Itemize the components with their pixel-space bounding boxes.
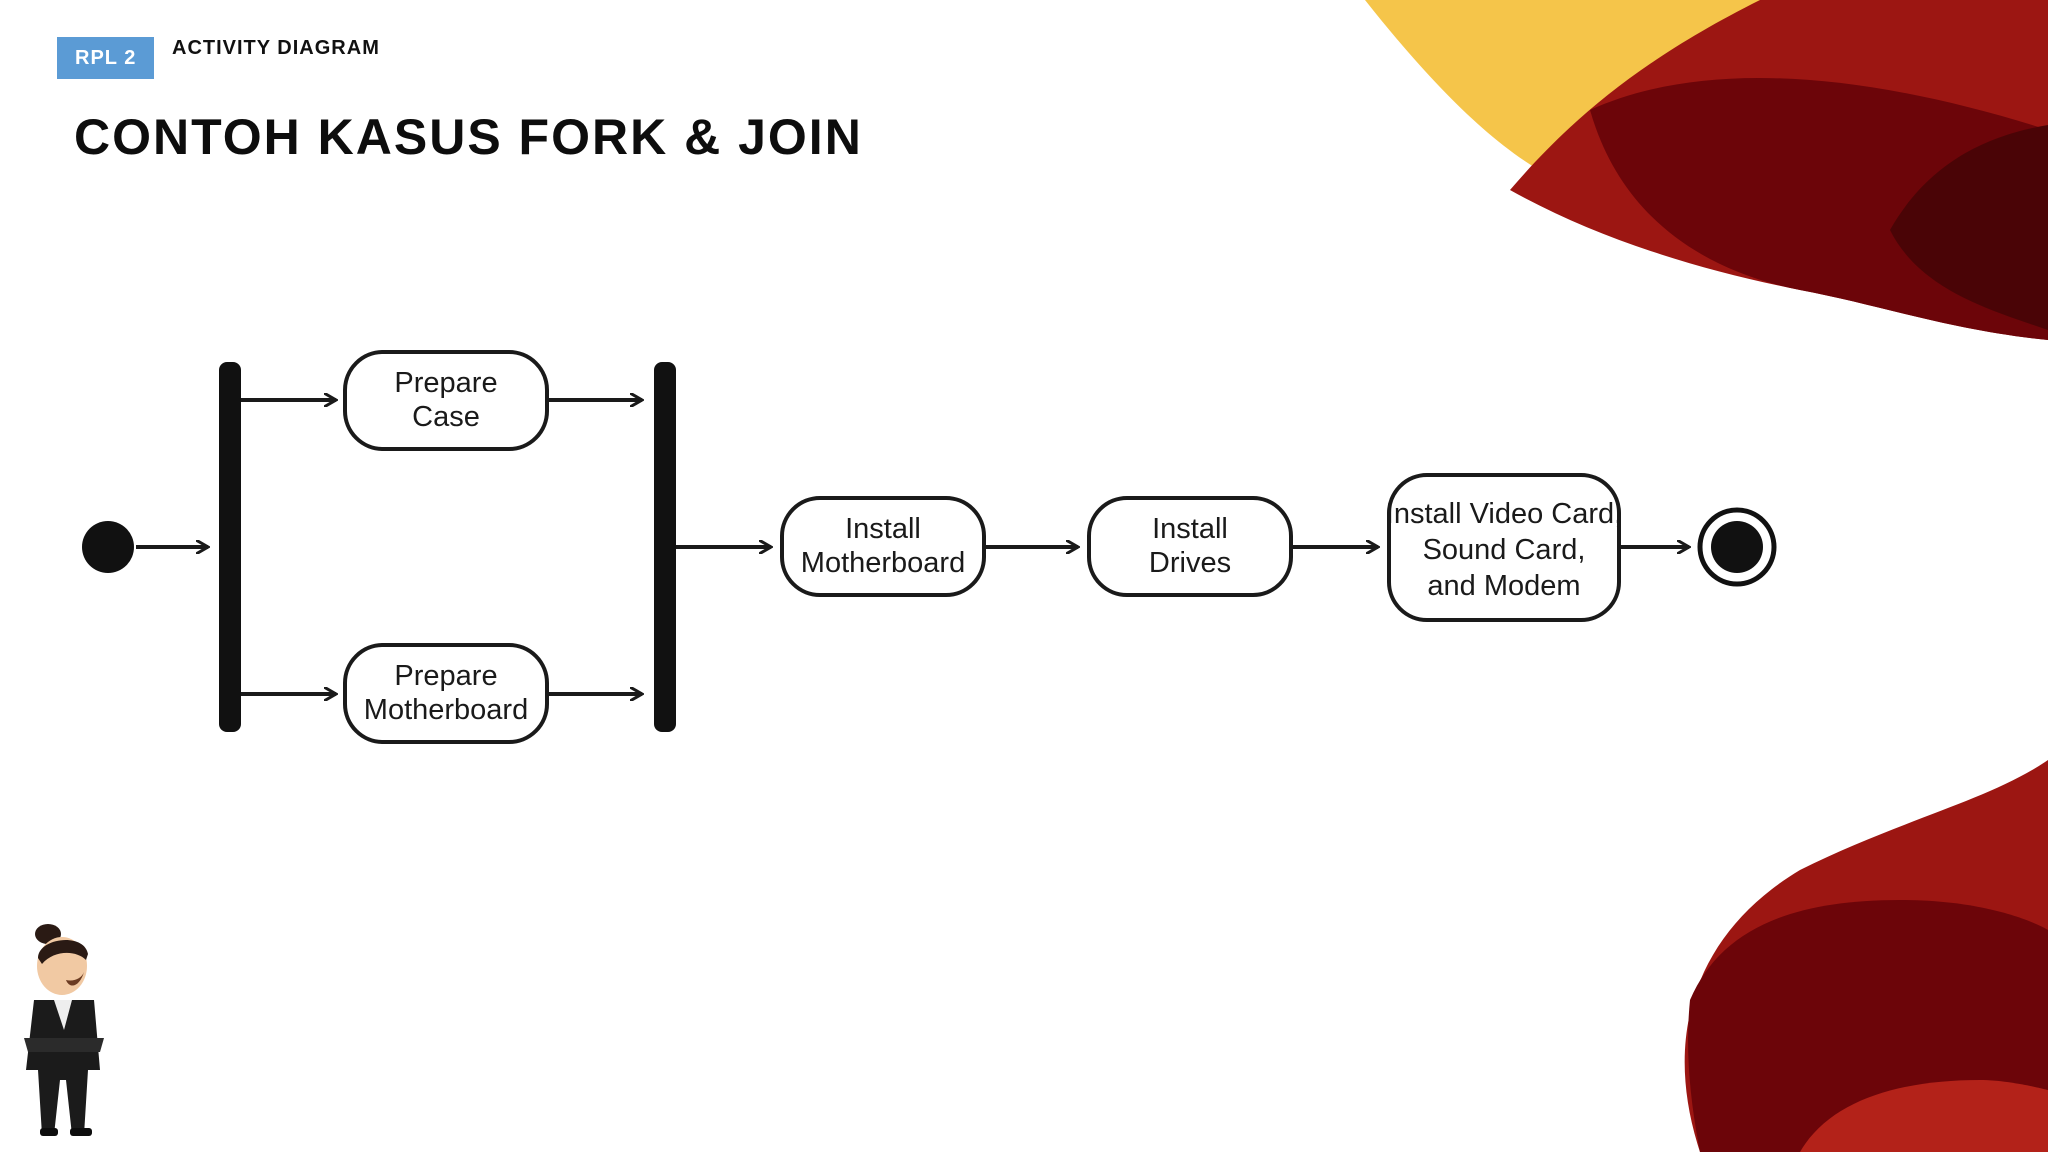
action-label-line: Install — [1152, 513, 1228, 545]
initial-node — [82, 521, 134, 573]
action-label-line: Drives — [1149, 547, 1231, 579]
action-label-line: and Modem — [1427, 570, 1580, 602]
action-label-line: Prepare — [394, 660, 497, 692]
action-label-line: Motherboard — [801, 547, 965, 579]
action-label-line: Motherboard — [364, 694, 528, 726]
final-node — [1700, 510, 1774, 584]
action-install-drives: Install Drives — [1089, 498, 1291, 595]
action-label-line: Install Video Card, — [1386, 498, 1622, 530]
action-label-line: Sound Card, — [1423, 534, 1586, 566]
presenter-character-illustration — [14, 920, 114, 1140]
fork-bar — [219, 362, 241, 732]
action-prepare-case: Prepare Case — [345, 352, 547, 449]
action-install-cards: Install Video Card, Sound Card, and Mode… — [1386, 475, 1622, 620]
action-label-line: Prepare — [394, 367, 497, 399]
action-label-line: Install — [845, 513, 921, 545]
action-prepare-motherboard: Prepare Motherboard — [345, 645, 547, 742]
action-install-motherboard: Install Motherboard — [782, 498, 984, 595]
action-label-line: Case — [412, 401, 480, 433]
join-bar — [654, 362, 676, 732]
